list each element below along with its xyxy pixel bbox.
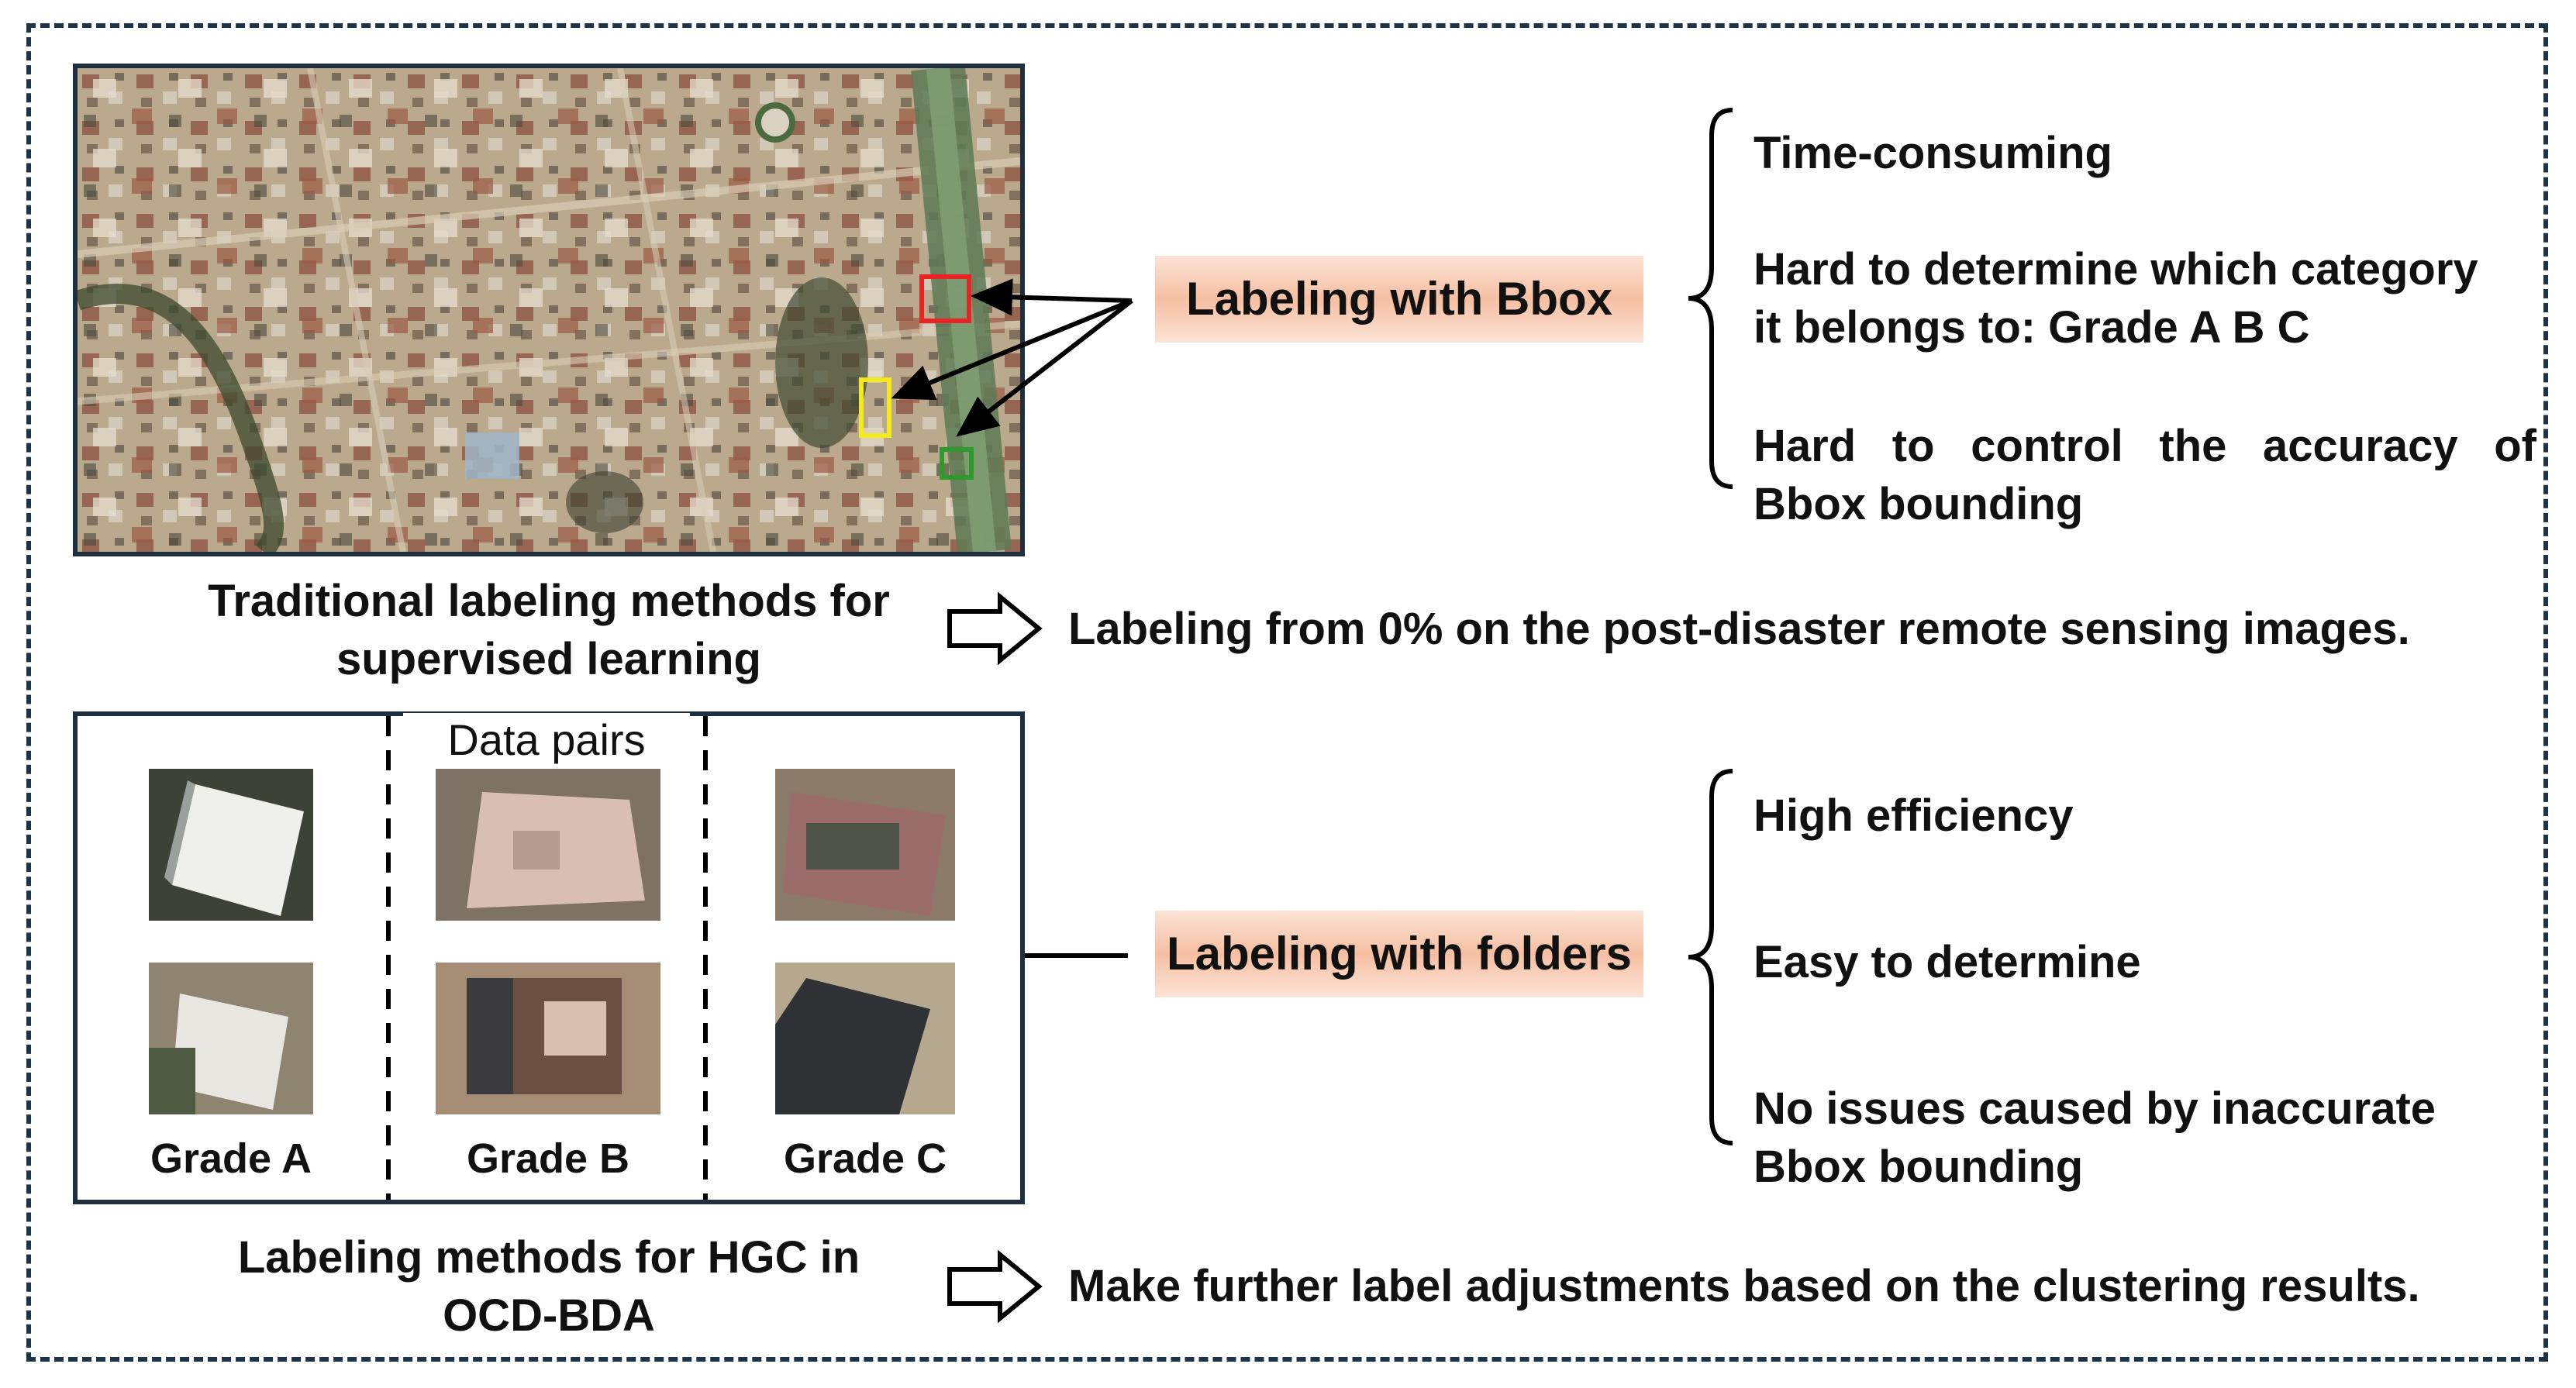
curly-brace-icon — [1688, 769, 1733, 1145]
bbox-red — [919, 274, 971, 323]
grade-a-thumbnail — [149, 963, 313, 1114]
bbox-green — [940, 447, 974, 480]
satellite-image — [73, 64, 1025, 556]
issue-item: it belongs to: Grade A B C — [1754, 302, 2310, 353]
grade-label: Grade A — [150, 1135, 312, 1182]
grade-label: Grade B — [466, 1135, 630, 1182]
traditional-result-text: Labeling from 0% on the post-disaster re… — [1068, 604, 2410, 654]
traditional-method-caption: Traditional labeling methods for — [208, 576, 890, 626]
issue-item: Bbox bounding — [1754, 479, 2084, 529]
panel-dividers — [386, 716, 708, 1200]
issue-item: Time-consuming — [1754, 128, 2112, 178]
issue-item: Hard to control the accuracy of — [1754, 421, 2536, 471]
hgc-method-caption: Labeling methods for HGC in — [237, 1232, 860, 1283]
bbox-yellow — [859, 377, 891, 438]
bbox-arrows — [891, 278, 1133, 437]
benefit-item: High efficiency — [1754, 790, 2074, 841]
satellite-image-art — [78, 68, 1020, 552]
issue-item: Hard to determine which category — [1754, 244, 2478, 294]
grade-b-thumbnail — [436, 769, 660, 921]
hgc-method-caption: OCD-BDA — [443, 1290, 655, 1341]
hgc-result-text: Make further label adjustments based on … — [1068, 1261, 2420, 1311]
data-pairs-panel: Data pairs Grade A Grade B Grade C — [73, 711, 1025, 1204]
outer-dashed-frame — [26, 23, 2548, 1362]
grade-label: Grade C — [783, 1135, 947, 1182]
panel-title: Data pairs — [403, 713, 690, 767]
benefit-item: Bbox bounding — [1754, 1142, 2084, 1192]
benefit-item: Easy to determine — [1754, 937, 2141, 987]
folder-labeling-tag: Labeling with folders — [1155, 911, 1643, 997]
benefit-item: No issues caused by inaccurate — [1754, 1083, 2436, 1134]
hollow-arrow-icon — [947, 591, 1043, 666]
grade-c-thumbnail — [775, 963, 955, 1114]
traditional-method-caption: supervised learning — [336, 634, 761, 684]
grade-c-thumbnail — [775, 769, 955, 921]
bbox-labeling-tag: Labeling with Bbox — [1155, 256, 1643, 343]
grade-b-thumbnail — [436, 963, 660, 1114]
hollow-arrow-icon — [947, 1249, 1043, 1324]
grade-a-thumbnail — [149, 769, 313, 921]
curly-brace-icon — [1688, 108, 1733, 489]
